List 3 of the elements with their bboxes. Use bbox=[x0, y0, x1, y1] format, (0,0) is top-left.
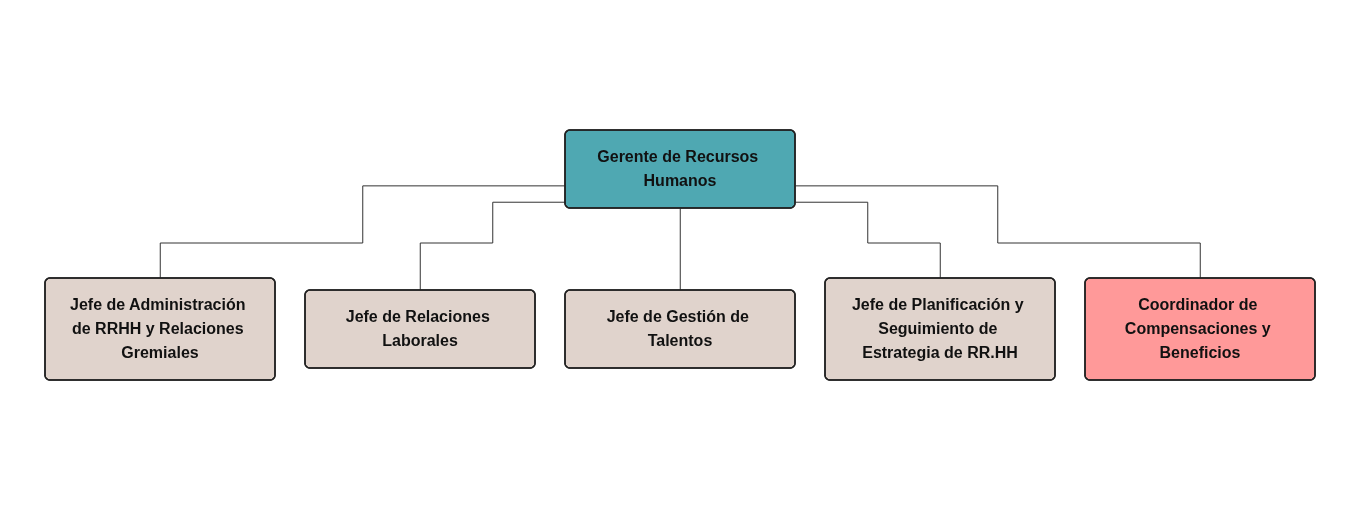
connector bbox=[679, 208, 681, 291]
connector bbox=[794, 201, 941, 279]
connector bbox=[794, 185, 1201, 279]
